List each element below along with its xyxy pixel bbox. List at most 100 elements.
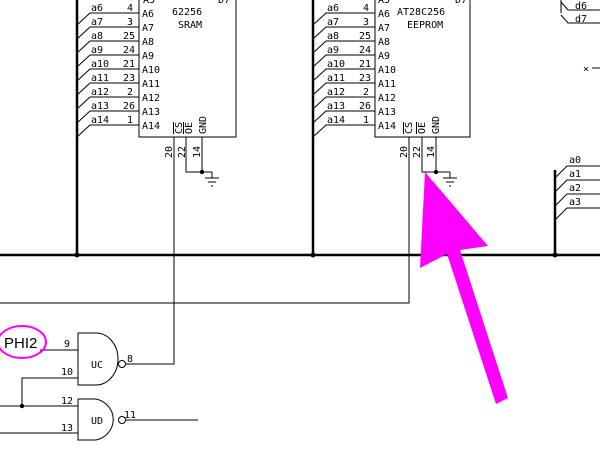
pin-number: 10 (61, 367, 73, 378)
pin-wire (76, 124, 139, 138)
pin-number: 24 (359, 45, 371, 56)
pin-name: A13 (142, 107, 160, 118)
pin-name-gnd: GND (431, 116, 442, 134)
pin-name: A11 (378, 79, 396, 90)
pin-name: A9 (142, 51, 154, 62)
ground-icon (443, 172, 457, 187)
pin-name: A8 (378, 37, 390, 48)
net-label: a11 (327, 73, 345, 84)
net-label-d6: d6 (575, 1, 587, 12)
chip-type: EEPROM (407, 20, 443, 31)
pin-wire (76, 26, 139, 40)
pin-name: A5 (378, 0, 390, 6)
pin-name-gnd: GND (198, 116, 209, 134)
pin-wire (76, 110, 139, 124)
pin-name: A7 (378, 23, 390, 34)
junction-dot (552, 252, 558, 258)
pin-name: A12 (142, 93, 160, 104)
pin-number: 21 (123, 59, 135, 70)
pin-number: 26 (359, 101, 371, 112)
net-label: a9 (91, 45, 103, 56)
pin-number: 2 (363, 87, 369, 98)
junction-dot (199, 169, 205, 175)
no-connect-icon: × (583, 64, 589, 75)
net-label: a8 (327, 31, 339, 42)
pointer-arrow-icon (420, 172, 508, 404)
net-label: a10 (327, 59, 345, 70)
pin-name-cs: CS (174, 122, 185, 134)
pin-name: A5 (143, 0, 155, 6)
pin-number: 22 (412, 146, 423, 158)
pin-number: 14 (426, 146, 437, 158)
pin-number: 8 (127, 354, 133, 365)
junction-dot (310, 252, 316, 258)
junction-dot (19, 403, 25, 409)
chip-part-number: 62256 (172, 7, 202, 18)
pin-number: 2 (127, 87, 133, 98)
pin-number: 3 (363, 17, 369, 28)
chip-type: SRAM (178, 20, 202, 31)
inverter-bubble-icon (118, 416, 126, 424)
nand-gate-uc[interactable]: UC 9 10 8 (61, 332, 133, 386)
pin-wire (76, 12, 139, 26)
highlight-circle (0, 325, 47, 359)
chip-part-number: AT28C256 (397, 7, 445, 18)
net-label: a12 (91, 87, 109, 98)
net-label: a7 (327, 17, 339, 28)
net-label-a1: a1 (569, 169, 581, 180)
net-label: a6 (91, 3, 103, 14)
pin-number: 23 (123, 73, 135, 84)
pin-wire (312, 54, 375, 68)
pin-wire (312, 68, 375, 82)
net-label: a11 (91, 73, 109, 84)
pin-number: 20 (399, 146, 410, 158)
phi2-label: PHI2 (4, 335, 37, 352)
pin-name: A12 (378, 93, 396, 104)
pin-number: 12 (61, 396, 73, 407)
pin-wire (312, 124, 375, 138)
net-label: a14 (91, 115, 109, 126)
pin-number: 26 (123, 101, 135, 112)
pin-number: 25 (359, 31, 371, 42)
net-label: a13 (327, 101, 345, 112)
pin-name: A8 (142, 37, 154, 48)
pin-number: 14 (192, 146, 203, 158)
net-label-d7: d7 (575, 14, 587, 25)
pin-number: 4 (127, 3, 133, 14)
net-label: a6 (327, 3, 339, 14)
pin-number: 21 (359, 59, 371, 70)
pin-name: A6 (378, 9, 390, 20)
pin-wire (76, 96, 139, 110)
pin-wire (76, 40, 139, 54)
nand-gate-ud[interactable]: UD 12 13 11 (61, 396, 136, 441)
net-label-a3: a3 (569, 197, 581, 208)
pin-number: 3 (127, 17, 133, 28)
address-net-wires (554, 165, 600, 221)
pin-name: A10 (378, 65, 396, 76)
pin-number: 25 (123, 31, 135, 42)
net-label-a0: a0 (569, 155, 581, 166)
pin-name: A14 (142, 121, 160, 132)
pin-name-cs: CS (404, 122, 415, 134)
pin-name: A7 (142, 23, 154, 34)
pin-number: 24 (123, 45, 135, 56)
pin-wire (312, 110, 375, 124)
pin-name: A13 (378, 107, 396, 118)
ground-icon (205, 172, 219, 187)
pin-wire (312, 82, 375, 96)
pin-name: D7 (218, 0, 230, 6)
inverter-bubble-icon (118, 360, 126, 368)
pin-name: A10 (142, 65, 160, 76)
pin-number: 9 (64, 339, 70, 350)
pin-name-oe: OE (184, 122, 195, 134)
pin-number: 11 (124, 410, 136, 421)
net-label-a2: a2 (569, 183, 581, 194)
pin-number: 1 (127, 115, 133, 126)
pin-wire (312, 26, 375, 40)
eeprom-control-wires (0, 137, 450, 304)
pin-number: 23 (359, 73, 371, 84)
net-label: a14 (327, 115, 345, 126)
